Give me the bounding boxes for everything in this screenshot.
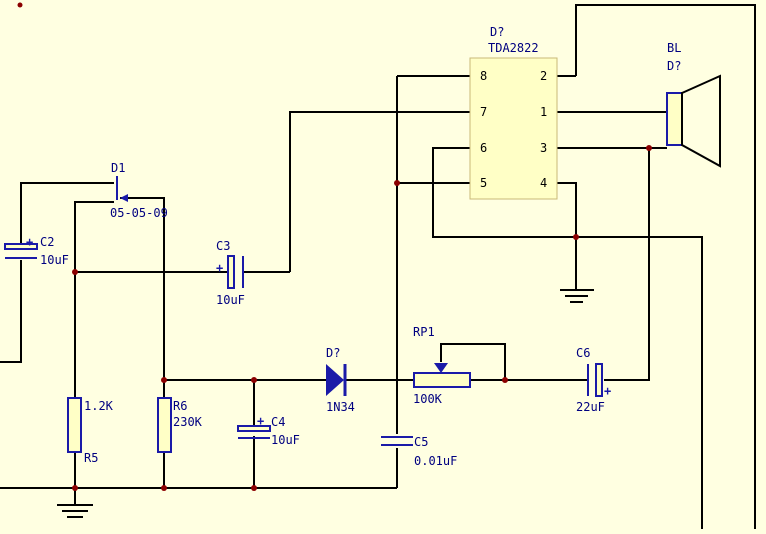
r5-designator: R5	[84, 451, 98, 465]
ic-designator: D?	[490, 25, 504, 39]
junction-dot	[394, 180, 400, 186]
wire-pin4	[557, 182, 577, 290]
capacitor-c6: + C6 22uF	[576, 346, 611, 414]
resistor-r6: R6 230K	[157, 397, 203, 453]
c6-plate-positive	[595, 363, 603, 397]
wire-d1-r6	[120, 197, 165, 398]
rp1-value: 100K	[413, 392, 443, 406]
capacitor-c2: + C2 10uF	[4, 235, 69, 267]
rp1-body	[413, 372, 471, 388]
speaker-cone	[681, 74, 721, 168]
speaker-body	[666, 92, 683, 146]
c4-polarity: +	[257, 414, 264, 428]
d1-arrow	[120, 194, 128, 202]
c4-plate-positive	[237, 425, 271, 432]
c2-plate-positive	[4, 243, 38, 250]
wire-c2-top	[20, 182, 114, 244]
c6-designator: C6	[576, 346, 590, 360]
ic-body	[469, 57, 558, 200]
r6-value: 230K	[173, 415, 203, 429]
potentiometer-rp1: RP1 100K	[413, 325, 471, 406]
ic-part-number: TDA2822	[488, 41, 539, 55]
junction-dot	[72, 269, 78, 275]
resistor-r5: 1.2K R5	[67, 397, 114, 465]
ic-pin-2: 2	[540, 69, 547, 83]
wire-frame-right	[575, 4, 756, 529]
ic-pin-6: 6	[480, 141, 487, 155]
junction-dot	[161, 377, 167, 383]
diode-designator: D?	[326, 346, 340, 360]
diode-value: 1N34	[326, 400, 355, 414]
c6-value: 22uF	[576, 400, 605, 414]
c4-designator: C4	[271, 415, 285, 429]
speaker-designator: BL	[667, 41, 681, 55]
ic-pin-1: 1	[540, 105, 547, 119]
junction-dot	[646, 145, 652, 151]
ic-pin-8: 8	[480, 69, 487, 83]
rp1-wiper-arrow	[434, 363, 448, 373]
junction-dot	[251, 377, 257, 383]
c2-value: 10uF	[40, 253, 69, 267]
r5-value: 1.2K	[84, 399, 114, 413]
c5-value: 0.01uF	[414, 454, 457, 468]
c5-designator: C5	[414, 435, 428, 449]
wire-rp1-wiper	[440, 343, 506, 380]
c3-designator: C3	[216, 239, 230, 253]
ground-right	[560, 289, 594, 303]
r6-body	[157, 397, 172, 453]
c2-designator: C2	[40, 235, 54, 249]
ic-pin-5: 5	[480, 176, 487, 190]
r6-designator: R6	[173, 399, 187, 413]
r5-body	[67, 397, 82, 453]
wires	[0, 4, 756, 529]
capacitor-c5: C5 0.01uF	[380, 434, 457, 468]
c3-polarity: +	[216, 261, 223, 275]
ground-left	[57, 504, 93, 518]
capacitor-c4: + C4 10uF	[237, 414, 300, 447]
ic-pin-3: 3	[540, 141, 547, 155]
wire-c2-bottom	[0, 260, 22, 363]
wire-pin7	[289, 111, 470, 272]
c2-polarity: +	[26, 235, 33, 249]
ic-pin-4: 4	[540, 176, 547, 190]
wire-pin6	[432, 147, 703, 529]
ic-pin-7: 7	[480, 105, 487, 119]
junction-dot	[17, 2, 23, 8]
junction-dot	[161, 485, 167, 491]
c4-value: 10uF	[271, 433, 300, 447]
junction-dot	[251, 485, 257, 491]
diode-1n34: D? 1N34	[326, 346, 355, 414]
junction-dot	[502, 377, 508, 383]
speaker-value: D?	[667, 59, 681, 73]
c3-plate-positive	[227, 255, 235, 289]
junction-dot	[573, 234, 579, 240]
component-d1: D1 05-05-09	[110, 161, 168, 220]
junctions	[17, 2, 652, 491]
c6-polarity: +	[604, 384, 611, 398]
d1-designator: D1	[111, 161, 125, 175]
wire-r5-d1	[74, 201, 114, 398]
capacitor-c3: + C3 10uF	[216, 239, 245, 307]
junction-dot	[72, 485, 78, 491]
diode-triangle	[326, 364, 344, 396]
ic-tda2822: D? TDA2822 8 7 6 5 2 1 3 4	[469, 25, 558, 200]
speaker-bl: BL D?	[666, 41, 721, 168]
d1-value: 05-05-09	[110, 206, 168, 220]
c3-value: 10uF	[216, 293, 245, 307]
rp1-designator: RP1	[413, 325, 435, 339]
wire-c6-speaker	[604, 148, 650, 381]
